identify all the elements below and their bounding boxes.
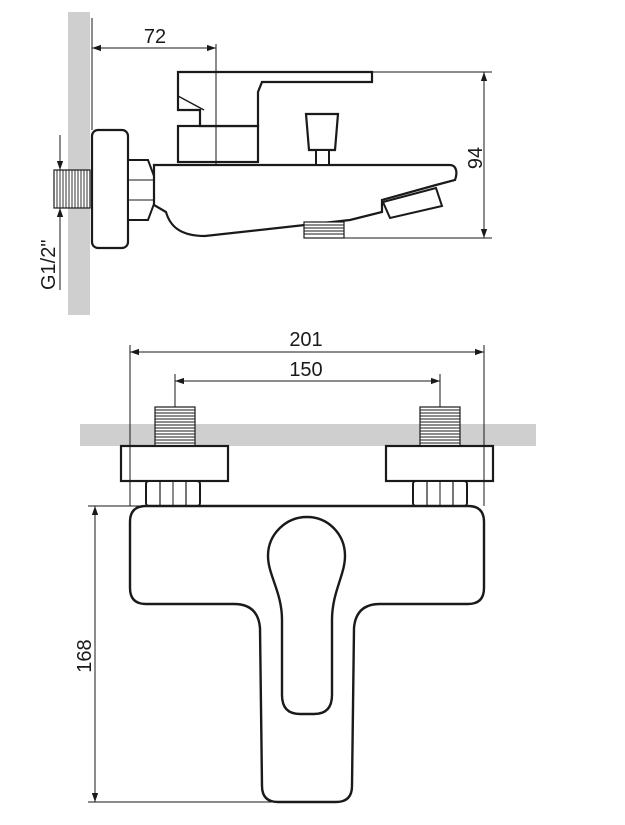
depth-label: 72 <box>144 26 166 48</box>
center-spacing-dimension: 150 <box>174 359 441 407</box>
body-height-dimension: 168 <box>74 505 278 803</box>
center-spacing-label: 150 <box>289 359 322 381</box>
depth-dimension: 72 <box>91 18 216 130</box>
total-width-dimension: 201 <box>129 329 485 506</box>
spout-outlet-side <box>381 186 444 220</box>
nut-right-front <box>412 480 468 507</box>
height-dimension: 94 <box>344 71 492 239</box>
wall-front <box>80 424 536 446</box>
flange-right-front <box>384 444 495 483</box>
nut-left-front <box>145 480 201 507</box>
flange-side <box>90 128 130 250</box>
shower-outlet-thread-side <box>303 221 345 239</box>
thread-left-front <box>154 406 196 448</box>
nut-side <box>127 159 155 221</box>
side-view: G1/2" <box>38 12 492 315</box>
flange-left-front <box>119 444 230 483</box>
total-width-label: 201 <box>289 329 322 351</box>
lever-handle-front <box>266 515 347 716</box>
thread-dimension: G1/2" <box>38 135 64 290</box>
diverter-stem-side <box>315 149 330 166</box>
thread-inlet-side <box>53 169 91 209</box>
lever-handle-side <box>176 70 374 128</box>
height-label: 94 <box>465 147 487 169</box>
body-height-label: 168 <box>74 639 96 672</box>
cartridge-housing-side <box>176 124 260 164</box>
front-view: 201 150 168 <box>74 329 536 804</box>
diverter-knob-side <box>304 112 340 152</box>
thread-label: G1/2" <box>38 240 60 290</box>
thread-right-front <box>419 406 461 448</box>
wall-side <box>68 12 90 315</box>
spout-body-side <box>152 163 458 238</box>
